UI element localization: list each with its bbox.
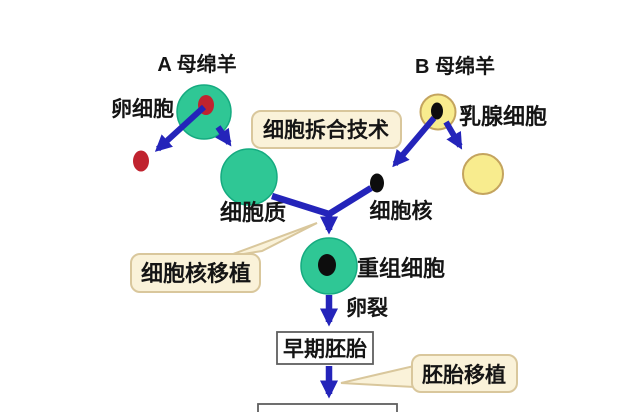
embryo-transfer-label: 胚胎移植	[422, 363, 506, 387]
nuclear-transfer-callout	[130, 253, 261, 293]
early-embryo-box	[276, 331, 374, 365]
enucleated-cytoplasm-cell	[220, 148, 278, 206]
bottom-cutoff-box	[257, 403, 398, 412]
sheep-b-title: B 母绵羊	[415, 54, 495, 78]
embryo-transfer-callout	[411, 354, 518, 393]
cell-reassembly-label: 细胞拆合技术	[263, 118, 389, 142]
arrow-remove-egg-nucleus	[154, 104, 207, 152]
merge-line-left	[271, 192, 330, 218]
cell-reassembly-callout	[251, 110, 402, 149]
arrow-keep-cytoplasm	[214, 125, 232, 147]
merge-line-right	[327, 185, 373, 217]
sheep-a-title: A 母绵羊	[157, 52, 236, 76]
discarded-red-nucleus	[133, 150, 149, 172]
recombinant-cell-label: 重组细胞	[357, 256, 445, 281]
cytoplasm-label: 细胞质	[220, 200, 286, 225]
nucleus-label: 细胞核	[370, 199, 433, 223]
recombinant-cell-nucleus	[318, 254, 336, 276]
arrow-keep-nucleus	[392, 116, 437, 168]
discarded-cytoplasm-cell	[462, 153, 504, 195]
extracted-nucleus	[370, 173, 384, 193]
arrow-discard-cytoplasm	[443, 120, 463, 150]
early-embryo-label: 早期胚胎	[283, 337, 367, 361]
cleavage-label: 卵裂	[346, 296, 388, 320]
mammary-cell-nucleus	[431, 102, 443, 120]
egg-cell-label: 卵细胞	[111, 97, 174, 121]
nuclear-transfer-label: 细胞核移植	[141, 261, 251, 286]
mammary-cell-label: 乳腺细胞	[459, 104, 547, 129]
